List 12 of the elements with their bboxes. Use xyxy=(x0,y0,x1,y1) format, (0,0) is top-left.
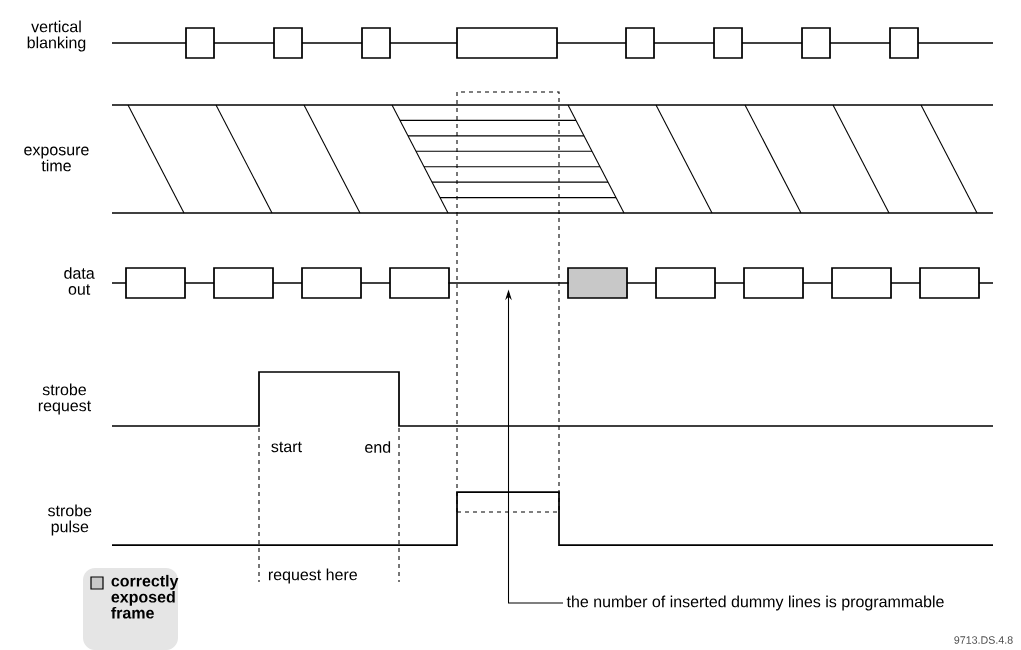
signal-name: strobe pulse xyxy=(48,504,92,536)
figure-code: 9713.DS.4.8 xyxy=(954,636,1013,644)
dummy-line-segment xyxy=(447,282,570,284)
legend-text: correctly exposed frame xyxy=(111,574,179,619)
annotation-text: the number of inserted dummy lines is programmable xyxy=(566,595,944,611)
signal-name: data out xyxy=(64,267,95,295)
marker-label: start xyxy=(271,441,302,453)
marker-label: end xyxy=(365,441,391,453)
signal-name: strobe request xyxy=(38,383,92,415)
signal-name: vertical blanking xyxy=(27,20,86,52)
marker-label: request here xyxy=(268,568,357,584)
signal-name: exposure time xyxy=(24,146,89,172)
